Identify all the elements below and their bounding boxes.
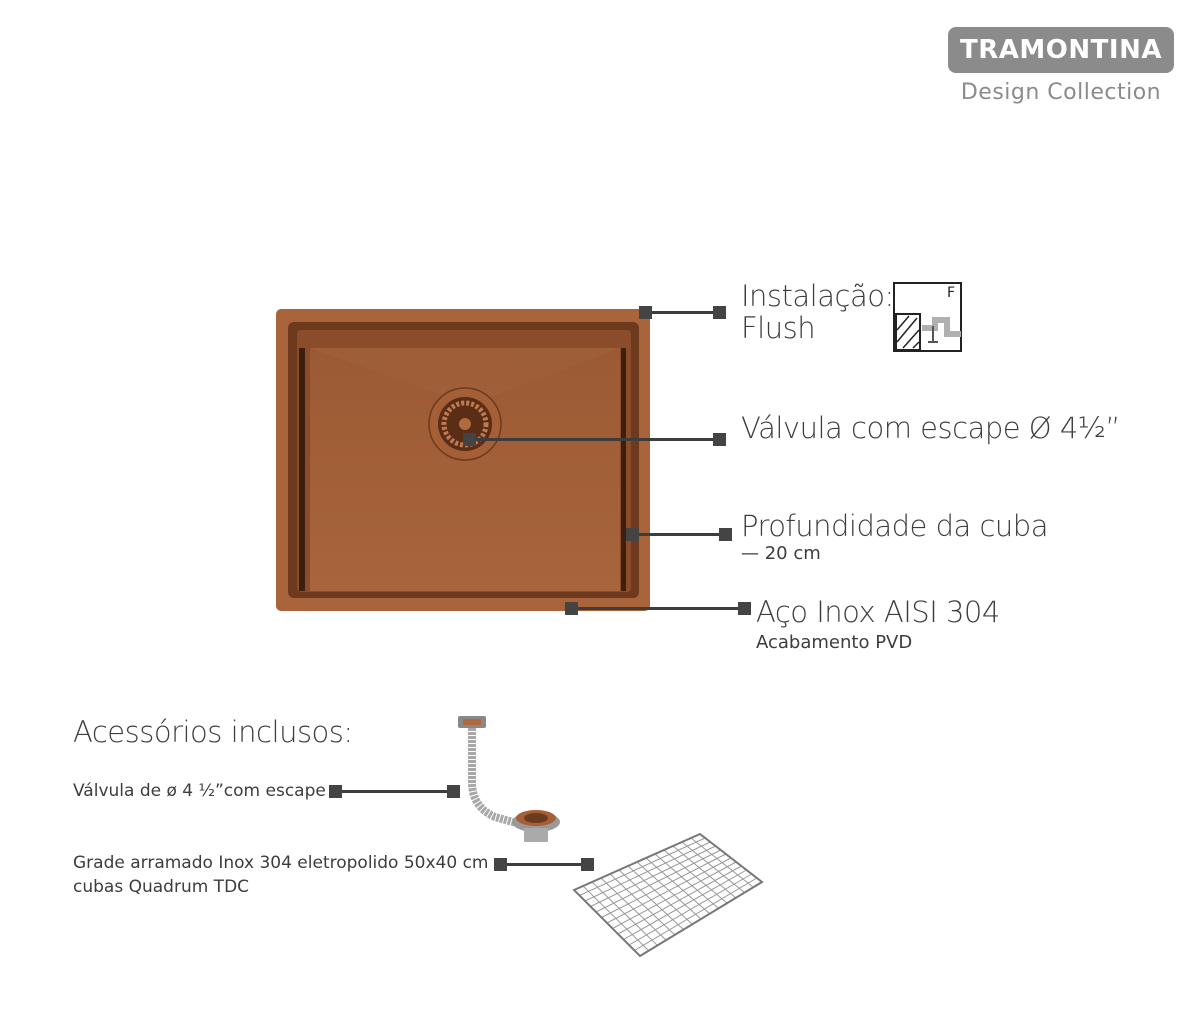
installation-value: Flush <box>741 311 816 345</box>
depth-marker-end <box>719 528 732 541</box>
accessory-grid-label-2: cubas Quadrum TDC <box>73 877 250 897</box>
grid-wire <box>623 869 747 940</box>
installation-leader-line <box>645 311 721 314</box>
depth-label: Profundidade da cuba <box>741 509 1049 543</box>
flush-install-icon: F <box>893 282 962 352</box>
grid-wire <box>612 861 737 929</box>
grid-wire <box>601 853 727 918</box>
accessory-valve-line <box>336 790 454 793</box>
grid-wire <box>595 849 721 913</box>
accessories-title: Acessórios inclusos: <box>73 715 353 749</box>
installation-marker <box>639 306 652 319</box>
material-finish: Acabamento PVD <box>756 632 913 653</box>
grid-wire <box>617 865 742 935</box>
valve-leader-line <box>470 438 720 441</box>
accessory-grid-label-1: Grade arramado Inox 304 eletropolido 50x… <box>73 853 489 873</box>
grid-wire <box>606 857 732 924</box>
accessory-grid-marker <box>494 858 507 871</box>
accessory-valve-label: Válvula de ø 4 ½”com escape <box>73 781 326 801</box>
valve-marker-end <box>713 433 726 446</box>
accessory-valve-marker-end <box>447 785 460 798</box>
material-leader-line <box>571 607 745 610</box>
installation-label: Instalação: <box>741 279 894 313</box>
valve-label: Válvula com escape Ø 4½” <box>741 411 1120 445</box>
depth-marker <box>626 528 639 541</box>
collection-label: Design Collection <box>960 80 1162 105</box>
accessory-valve-marker <box>329 785 342 798</box>
depth-value: — 20 cm <box>741 543 821 564</box>
brand-logo: TRAMONTINA <box>948 27 1174 73</box>
copper-sink-image <box>276 309 650 611</box>
material-marker <box>565 602 578 615</box>
icon-letter: F <box>946 285 955 301</box>
grid-wire <box>590 845 716 907</box>
grid-wire <box>628 873 752 946</box>
material-marker-end <box>738 602 751 615</box>
valve-accessory-image <box>458 716 560 842</box>
drain-valve <box>428 387 502 461</box>
grid-wire <box>584 841 711 902</box>
grid-wire <box>634 877 758 951</box>
accessory-grid-marker-end <box>581 858 594 871</box>
grid-wire <box>579 837 706 896</box>
material-label: Aço Inox AISI 304 <box>756 595 1000 629</box>
valve-marker <box>463 433 476 446</box>
installation-marker-end <box>713 306 726 319</box>
accessory-grid-line <box>500 863 588 866</box>
depth-leader-line <box>632 533 726 536</box>
sink-grid-accessory-image <box>572 832 764 958</box>
